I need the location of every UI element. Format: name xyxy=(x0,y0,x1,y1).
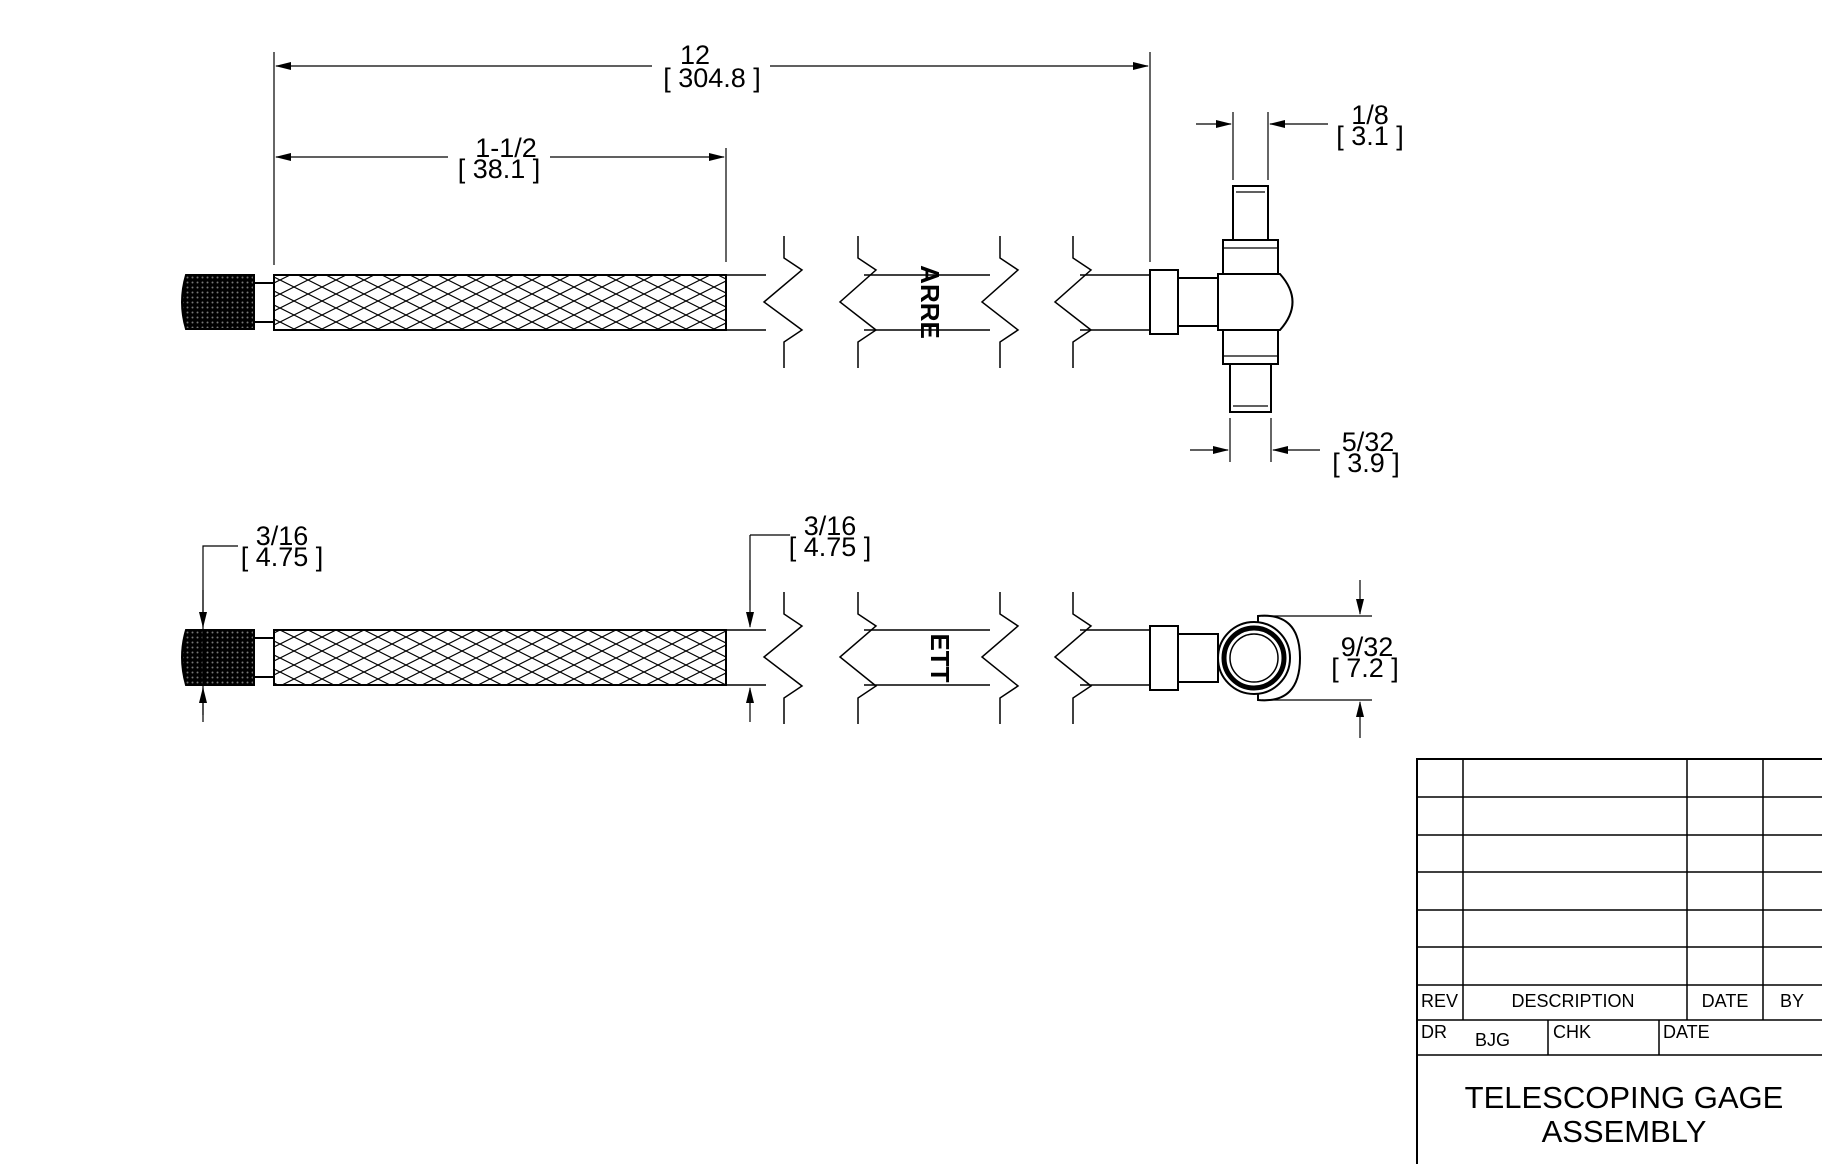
top-head xyxy=(1217,273,1294,331)
plunger-bottom-width-metric: [ 3.9 ] xyxy=(1332,448,1400,478)
top-collar xyxy=(1149,269,1179,335)
handle-diameter-frac: 3/16 xyxy=(804,511,857,541)
head-diameter-metric: [ 7.2 ] xyxy=(1331,653,1399,683)
bottom-collar xyxy=(1149,625,1179,691)
top-view: ARRE 12 [ 304.8 ] 1-1/2 [ 38.1 ] xyxy=(181,40,1404,478)
top-plunger-upper-collar xyxy=(1222,239,1279,275)
bottom-shaft-segment-3 xyxy=(1053,592,1150,724)
top-neck xyxy=(253,282,275,323)
bottom-neck xyxy=(253,637,275,678)
knob-diameter-metric: [ 4.75 ] xyxy=(241,542,324,572)
plunger-bottom-width-frac: 5/32 xyxy=(1342,427,1395,457)
handle-diameter-metric: [ 4.75 ] xyxy=(789,532,872,562)
head-diameter-frac: 9/32 xyxy=(1341,632,1394,662)
plunger-top-width-frac: 1/8 xyxy=(1351,100,1389,130)
top-handle-marking: ARRE xyxy=(915,265,945,339)
plunger-top-width-metric: [ 3.1 ] xyxy=(1336,121,1404,151)
overall-length-frac: 12 xyxy=(680,40,710,70)
top-plunger-upper xyxy=(1232,185,1269,241)
bottom-shaft-segment-2 xyxy=(838,592,1020,724)
dr-label: DR xyxy=(1421,1022,1447,1042)
bottom-knob xyxy=(181,629,255,686)
drawing-title-line1: TELESCOPING GAGE xyxy=(1465,1080,1784,1115)
overall-length-metric: [ 304.8 ] xyxy=(663,63,761,93)
top-shaft-segment-2 xyxy=(838,236,1020,368)
drawing-title-line2: ASSEMBLY xyxy=(1542,1114,1707,1149)
date-label: DATE xyxy=(1663,1022,1710,1042)
chk-label: CHK xyxy=(1553,1022,1591,1042)
top-collar-neck xyxy=(1177,277,1219,327)
knurl-length-frac: 1-1/2 xyxy=(475,133,537,163)
top-plunger-lower xyxy=(1229,363,1272,413)
top-knurled-handle xyxy=(273,274,727,331)
bottom-head-bore xyxy=(1229,633,1279,683)
bottom-handle-marking: ETT xyxy=(925,633,955,682)
bottom-head-ring xyxy=(1221,625,1287,691)
bottom-knurled-handle xyxy=(273,629,727,686)
top-shaft-segment-3 xyxy=(1053,236,1150,368)
knob-diameter-frac: 3/16 xyxy=(256,521,309,551)
title-block-frame xyxy=(1416,758,1822,1164)
top-shaft-segment-1 xyxy=(726,236,804,368)
bottom-collar-neck xyxy=(1177,633,1219,683)
date-header: DATE xyxy=(1702,991,1749,1011)
bottom-view: ETT 3/16 [ 4.75 ] 3/16 [ 4.75 ] 9/32 xyxy=(181,511,1399,738)
bottom-shaft-segment-1 xyxy=(726,592,804,724)
top-plunger-lower-collar xyxy=(1222,329,1279,365)
title-block: REV DESCRIPTION DATE BY DR BJG CHK DATE … xyxy=(1416,758,1822,1164)
rev-header: REV xyxy=(1421,991,1458,1011)
description-header: DESCRIPTION xyxy=(1511,991,1634,1011)
dr-value: BJG xyxy=(1475,1030,1510,1050)
by-header: BY xyxy=(1780,991,1804,1011)
top-knob xyxy=(181,274,255,330)
knurl-length-metric: [ 38.1 ] xyxy=(458,154,541,184)
